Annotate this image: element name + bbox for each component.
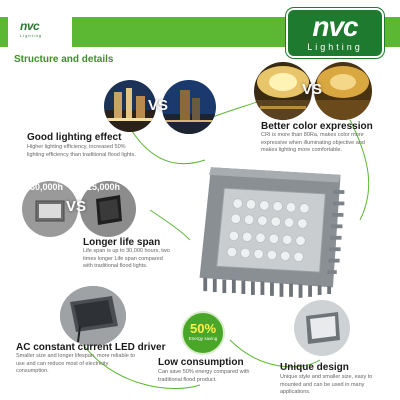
section-title: Structure and details (14, 54, 114, 65)
badge-percent: 50% (189, 321, 217, 336)
brand-logo-sub: Lighting (307, 42, 363, 52)
feature-desc-color: CRI is more than 80Ra, makes color more … (261, 132, 365, 153)
light-compare-photo-new (254, 62, 312, 120)
hours-old: 15,000h (87, 182, 121, 192)
feature-title-consumption: Low consumption (158, 357, 244, 368)
brand-logo: nvc Lighting (286, 8, 384, 58)
energy-saving-badge: 50% Energy saving (181, 311, 225, 355)
night-city-photo-new (104, 80, 156, 132)
floodlight-photo-old (80, 181, 136, 237)
feature-title-lighting: Good lighting effect (27, 132, 122, 143)
hours-new: 30,000h (30, 182, 64, 192)
vs-label-color: VS (302, 81, 323, 98)
night-city-photo-old (162, 80, 216, 134)
small-logo-sub: Lighting (20, 33, 43, 38)
feature-desc-lighting: Higher lighting efficiency, increased 50… (27, 144, 136, 158)
feature-title-color: Better color expression (261, 121, 373, 132)
vs-label-lighting: VS (148, 97, 169, 114)
vs-label-lifespan: VS (66, 198, 87, 215)
small-logo-mark: nvc (20, 19, 40, 33)
feature-title-driver: AC constant current LED driver (16, 342, 166, 353)
floodlight-photo-new (22, 181, 78, 237)
feature-title-design: Unique design (280, 362, 349, 373)
brand-logo-mark: nvc (312, 11, 358, 42)
badge-label: Energy saving (188, 336, 218, 341)
feature-desc-design: Unique style and smaller size, easy to m… (280, 374, 373, 395)
feature-desc-lifespan: Life span is up to 30,000 hours, two tim… (83, 248, 170, 269)
light-compare-photo-old (314, 62, 372, 120)
led-floodlight-product (199, 167, 345, 298)
driver-photo (60, 286, 126, 346)
feature-title-lifespan: Longer life span (83, 237, 161, 248)
header-green-block (72, 17, 282, 47)
feature-desc-consumption: Can save 50% energy compared with tradit… (158, 369, 250, 383)
small-logo: nvc Lighting (20, 20, 60, 42)
design-photo (294, 300, 350, 356)
feature-desc-driver: Smaller size and longer lifespan, more r… (16, 353, 135, 374)
